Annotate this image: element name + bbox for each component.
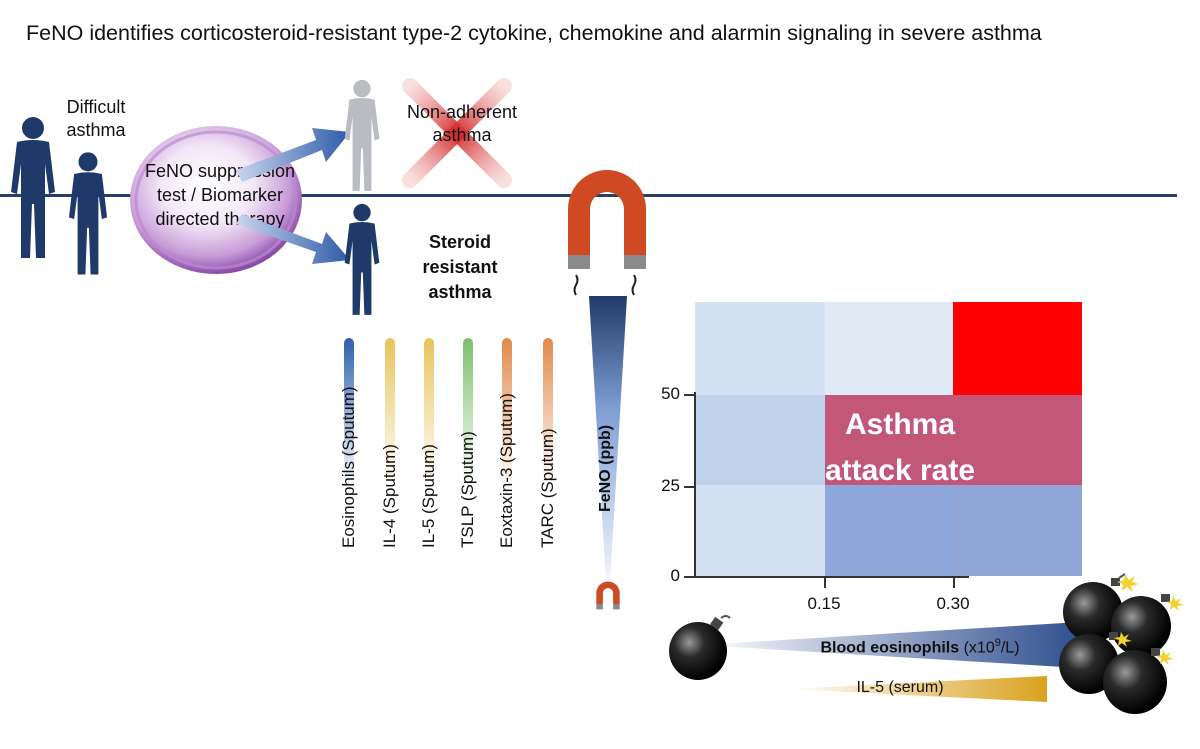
cross-icon [402, 78, 512, 188]
y-tick-label: 25 [661, 476, 680, 495]
y-tick [684, 486, 695, 488]
person-icon [11, 117, 55, 258]
y-tick-label: 50 [661, 384, 680, 403]
page-title: FeNO identifies corticosteroid-resistant… [26, 21, 1042, 45]
heatmap-cell [825, 485, 953, 576]
heatmap [695, 302, 1082, 576]
difficult-asthma-label: Difficult asthma [46, 96, 146, 142]
heatmap-cell [825, 395, 953, 485]
heatmap-cell [953, 485, 1082, 576]
blood-eos-unit: (x10 [963, 639, 995, 657]
difficult-line-2: asthma [66, 120, 126, 140]
x-tick [824, 576, 826, 588]
feno-axis-label: FeNO (ppb) [597, 424, 614, 512]
heatmap-cell [953, 302, 1082, 395]
blood-eos-label-bold: Blood eosinophils [820, 639, 960, 657]
marker-label: Eosinophils (Sputum) [339, 386, 358, 548]
difficult-line-1: Difficult [66, 97, 126, 117]
marker-gradient-bar [502, 338, 512, 488]
blood-eos-label: Blood eosinophils (x109/L) [770, 632, 1070, 659]
steroid-line-3: asthma [428, 282, 492, 302]
y-tick [684, 576, 695, 578]
heatmap-cell [695, 395, 825, 485]
marker-gradient-bar [463, 338, 473, 488]
arrow-up-icon [236, 128, 350, 182]
steroid-line-2: resistant [422, 257, 498, 277]
marker-gradient-bar [385, 338, 395, 488]
x-tick-label: 0.30 [936, 594, 970, 613]
steroid-line-1: Steroid [428, 232, 491, 252]
person-icon [344, 79, 380, 191]
small-magnet-icon [596, 581, 620, 610]
heatmap-overlay-label: Asthma attack rate [800, 402, 1000, 494]
magnet-icon [568, 170, 646, 296]
y-tick-label: 0 [670, 566, 680, 585]
x-tick-label: 0.15 [807, 594, 841, 613]
heatmap-cell [953, 395, 1082, 485]
marker-label: TARC (Sputum) [538, 428, 557, 548]
marker-gradient-bar [424, 338, 434, 488]
marker-label: IL-4 (Sputum) [380, 444, 399, 548]
il5-wedge [787, 676, 1047, 702]
marker-gradient-bar [543, 338, 553, 488]
y-axis [694, 392, 696, 577]
overlay-line-1: Asthma [844, 408, 956, 441]
overlay-line-2: attack rate [824, 454, 976, 487]
non-adherent-label: Non-adherent asthma [382, 101, 542, 147]
x-tick [953, 576, 955, 588]
steroid-resistant-label: Steroid resistant asthma [400, 230, 520, 305]
marker-label: Eoxtaxin-3 (Sputum) [497, 393, 516, 548]
test-line-2: test / Biomarker [156, 185, 284, 205]
heatmap-cell [695, 302, 825, 395]
arrow-down-icon [236, 214, 350, 264]
heatmap-cell [825, 302, 953, 395]
blood-eos-wedge [700, 622, 1080, 668]
marker-gradient-bar [344, 338, 354, 488]
bomb-cluster-icon [1059, 573, 1184, 714]
person-icon [344, 203, 380, 315]
il5-serum-label: IL-5 (serum) [856, 679, 944, 696]
marker-label: TSLP (Sputum) [458, 431, 477, 548]
bomb-icon [669, 615, 731, 680]
marker-label: IL-5 (Sputum) [419, 444, 438, 548]
heatmap-cell [695, 485, 825, 576]
y-tick [684, 394, 695, 396]
non-adherent-line-2: asthma [432, 125, 492, 145]
feno-funnel [589, 296, 627, 582]
person-icon [68, 152, 108, 275]
non-adherent-line-1: Non-adherent [406, 102, 518, 122]
blood-eos-sup: 9 [994, 637, 1001, 649]
x-axis [694, 576, 969, 578]
blood-eos-unit-end: /L) [1000, 639, 1020, 657]
